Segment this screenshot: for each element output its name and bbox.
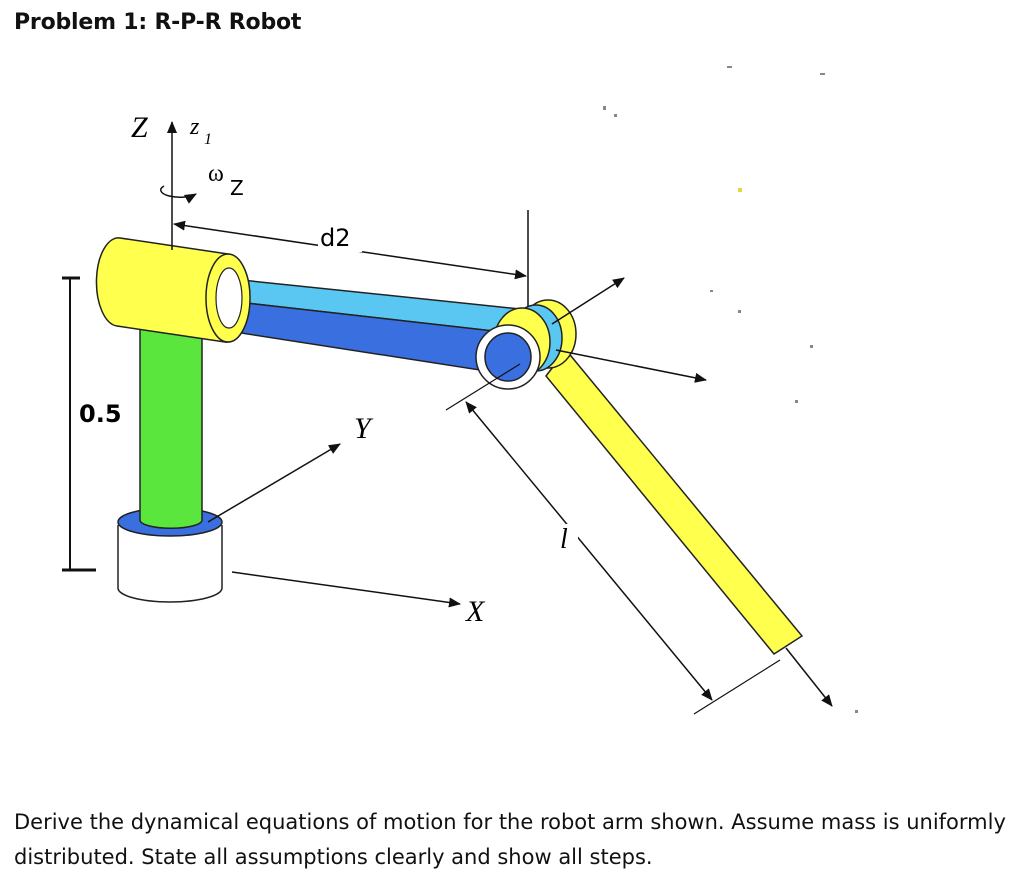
- x-axis-arrow: [231, 571, 461, 608]
- svg-text:ω: ω: [208, 161, 224, 187]
- revolute-joint-2: [475, 299, 577, 390]
- height-label: 0.5: [79, 400, 122, 428]
- l-extension-bottom: [693, 659, 781, 715]
- scan-specks: [603, 66, 858, 713]
- svg-text:1: 1: [204, 131, 212, 148]
- l-dimension-arrow: [465, 401, 713, 701]
- problem-statement: Derive the dynamical equations of motion…: [14, 810, 1006, 869]
- x-axis-label: X: [465, 595, 486, 628]
- l-label: l: [560, 524, 568, 555]
- d2-label: d2: [320, 224, 351, 252]
- y-axis-arrow: [207, 443, 341, 523]
- yellow-rotating-link: [545, 348, 804, 655]
- y-axis-label: Y: [354, 412, 374, 445]
- svg-text:Z: Z: [230, 176, 244, 200]
- z1-label: z 1: [189, 114, 212, 148]
- joint-y-arrow: [551, 277, 625, 325]
- svg-text:z: z: [189, 114, 200, 140]
- height-dimension: [62, 276, 96, 572]
- joint-x-arrow: [555, 349, 707, 383]
- rotation-arrow: [160, 185, 197, 204]
- omega-z-label: ω Z: [208, 161, 244, 200]
- yellow-top-cylinder: [95, 237, 251, 343]
- joint-radial-arrow: [785, 647, 833, 707]
- problem-title: Problem 1: R-P-R Robot: [14, 10, 302, 35]
- l-extension-top: [445, 363, 521, 411]
- green-vertical-link: [139, 299, 203, 529]
- z-axis-label: Z: [131, 111, 148, 144]
